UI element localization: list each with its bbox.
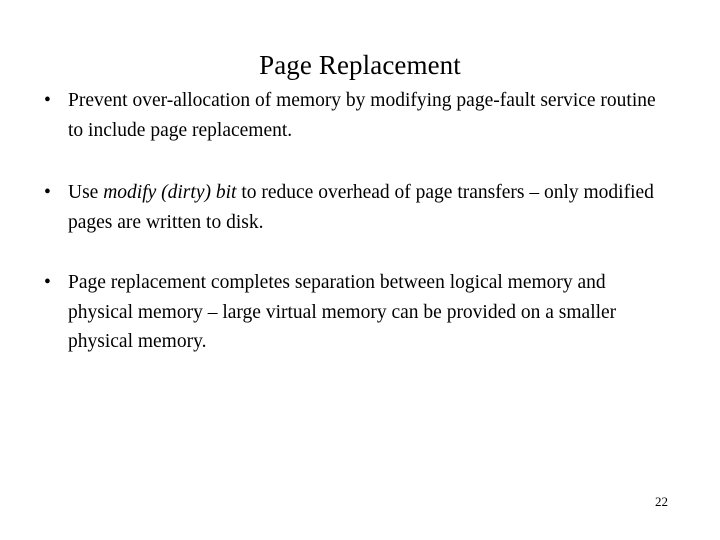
list-item-text-part-plain: Use xyxy=(68,182,104,203)
page-number: 22 xyxy=(655,494,668,509)
list-item-text-part-italic: modify (dirty) bit xyxy=(103,182,237,203)
bullet-list: • Prevent over-allocation of memory by m… xyxy=(40,86,674,357)
list-item-text-part-plain: Prevent over-allocation of memory by mod… xyxy=(68,90,656,141)
bullet-point-icon: • xyxy=(44,90,51,111)
page-title: Page Replacement xyxy=(259,50,461,81)
list-item-text: Prevent over-allocation of memory by mod… xyxy=(68,86,674,145)
list-item: • Page replacement completes separation … xyxy=(40,268,674,357)
bullet-point-icon: • xyxy=(44,272,51,293)
list-item-text: Page replacement completes separation be… xyxy=(68,268,674,357)
list-item-text: Use modify (dirty) bit to reduce overhea… xyxy=(68,178,674,237)
list-item: • Use modify (dirty) bit to reduce overh… xyxy=(40,178,674,237)
bullet-point-icon: • xyxy=(44,182,51,203)
list-item-text-part-plain: Page replacement completes separation be… xyxy=(68,272,617,352)
list-item: • Prevent over-allocation of memory by m… xyxy=(40,86,674,145)
list-item-text-part-tail: to reduce overhead of page transfers – o… xyxy=(68,182,654,233)
